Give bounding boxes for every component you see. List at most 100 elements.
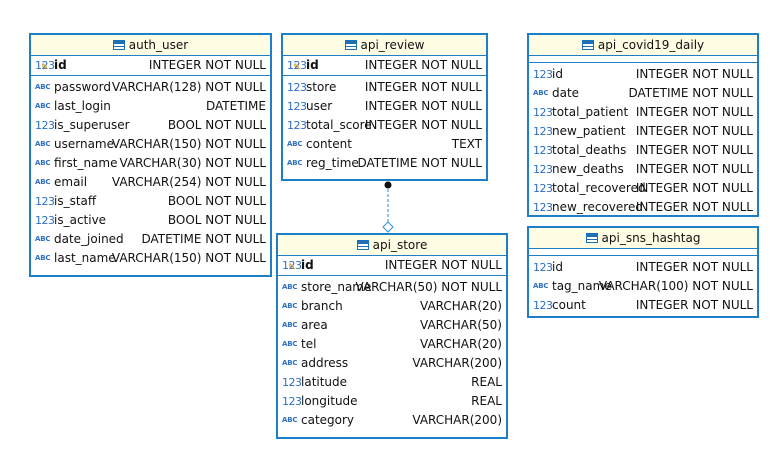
column-name: reg_time bbox=[306, 156, 359, 170]
column-name: category bbox=[301, 413, 355, 427]
column-name: id bbox=[306, 58, 319, 72]
text-type-icon: ABC bbox=[282, 359, 298, 367]
table-icon bbox=[344, 39, 357, 50]
column-name: total_recovered bbox=[552, 181, 646, 195]
column-name: username bbox=[54, 137, 114, 151]
table-header[interactable]: api_covid19_daily bbox=[529, 35, 757, 56]
column-type: BOOL NOT NULL bbox=[167, 194, 266, 208]
text-type-icon: ABC bbox=[35, 159, 51, 167]
table-title: api_sns_hashtag bbox=[601, 231, 701, 245]
column-name: tel bbox=[301, 337, 317, 351]
column-type: INTEGER NOT NULL bbox=[635, 260, 753, 274]
column-type: BOOL NOT NULL bbox=[167, 213, 266, 227]
table-title: auth_user bbox=[128, 38, 189, 52]
column-name: new_recovered bbox=[552, 200, 643, 214]
column-name: total_patient bbox=[552, 105, 629, 119]
column-name: date bbox=[552, 86, 580, 100]
table-header[interactable]: api_review bbox=[283, 35, 486, 56]
column-name: address bbox=[301, 356, 349, 370]
table-header[interactable]: auth_user bbox=[31, 35, 270, 56]
column-name: last_name bbox=[54, 251, 116, 265]
column-row[interactable]: 123total_patient INTEGER NOT NULL bbox=[529, 103, 757, 122]
relation-start-dot bbox=[384, 181, 392, 189]
column-name: id bbox=[552, 260, 563, 274]
column-name: password bbox=[54, 80, 111, 94]
column-name: id bbox=[552, 67, 563, 81]
column-type: INTEGER NOT NULL bbox=[635, 143, 753, 157]
column-type: INTEGER NOT NULL bbox=[635, 105, 753, 119]
table-header[interactable]: api_store bbox=[278, 235, 506, 256]
table-title: api_covid19_daily bbox=[597, 38, 705, 52]
column-type: INTEGER NOT NULL bbox=[635, 200, 753, 214]
text-type-icon: ABC bbox=[282, 340, 298, 348]
column-name: count bbox=[552, 298, 586, 312]
text-type-icon: ABC bbox=[282, 283, 298, 291]
numeric-type-icon: 123 bbox=[287, 119, 307, 132]
column-type: VARCHAR(128) NOT NULL bbox=[111, 80, 266, 94]
column-type: VARCHAR(20) bbox=[420, 337, 502, 351]
column-type: VARCHAR(254) NOT NULL bbox=[111, 175, 266, 189]
text-type-icon: ABC bbox=[35, 178, 51, 186]
column-type: INTEGER NOT NULL bbox=[635, 124, 753, 138]
column-name: store bbox=[306, 80, 337, 94]
column-name: branch bbox=[301, 299, 343, 313]
column-type: VARCHAR(150) NOT NULL bbox=[111, 137, 266, 151]
numeric-type-icon: 123 bbox=[533, 125, 553, 138]
numeric-type-icon: 123 bbox=[282, 376, 302, 389]
column-name: total_deaths bbox=[552, 143, 627, 157]
column-type: VARCHAR(150) NOT NULL bbox=[111, 251, 266, 265]
column-type: VARCHAR(50) NOT NULL bbox=[355, 280, 502, 294]
numeric-type-icon: 123 bbox=[533, 106, 553, 119]
numeric-type-icon: 123 bbox=[35, 214, 55, 227]
column-name: first_name bbox=[54, 156, 118, 170]
column-type: VARCHAR(100) NOT NULL bbox=[598, 279, 753, 293]
table-header[interactable]: api_sns_hashtag bbox=[529, 228, 757, 249]
column-type: INTEGER NOT NULL bbox=[364, 118, 482, 132]
column-type: INTEGER NOT NULL bbox=[635, 67, 753, 81]
column-type: INTEGER NOT NULL bbox=[364, 58, 482, 72]
